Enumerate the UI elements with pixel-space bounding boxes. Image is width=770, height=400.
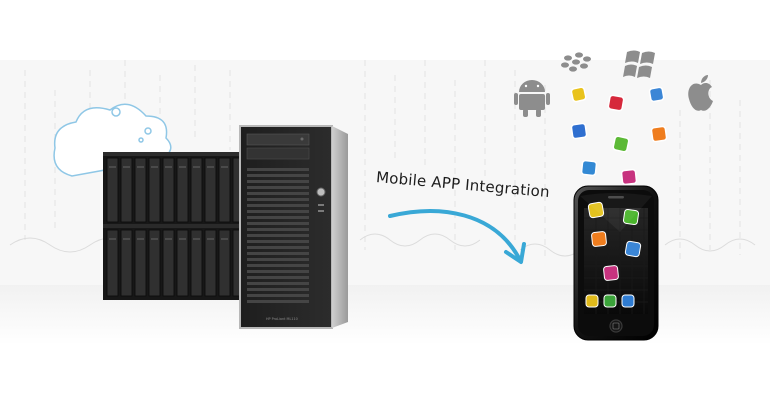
windows-icon bbox=[623, 50, 655, 78]
integration-arrow bbox=[388, 209, 526, 264]
server-model-label: HP ProLiant ML110 bbox=[266, 317, 298, 321]
apple-icon bbox=[688, 75, 713, 111]
smartphone bbox=[573, 185, 659, 341]
android-icon bbox=[514, 80, 550, 117]
blackberry-icon bbox=[561, 52, 591, 72]
blade-server-chassis bbox=[103, 152, 245, 300]
tower-server: HP ProLiant ML110 bbox=[239, 125, 348, 329]
app-icons-cluster bbox=[570, 86, 668, 186]
